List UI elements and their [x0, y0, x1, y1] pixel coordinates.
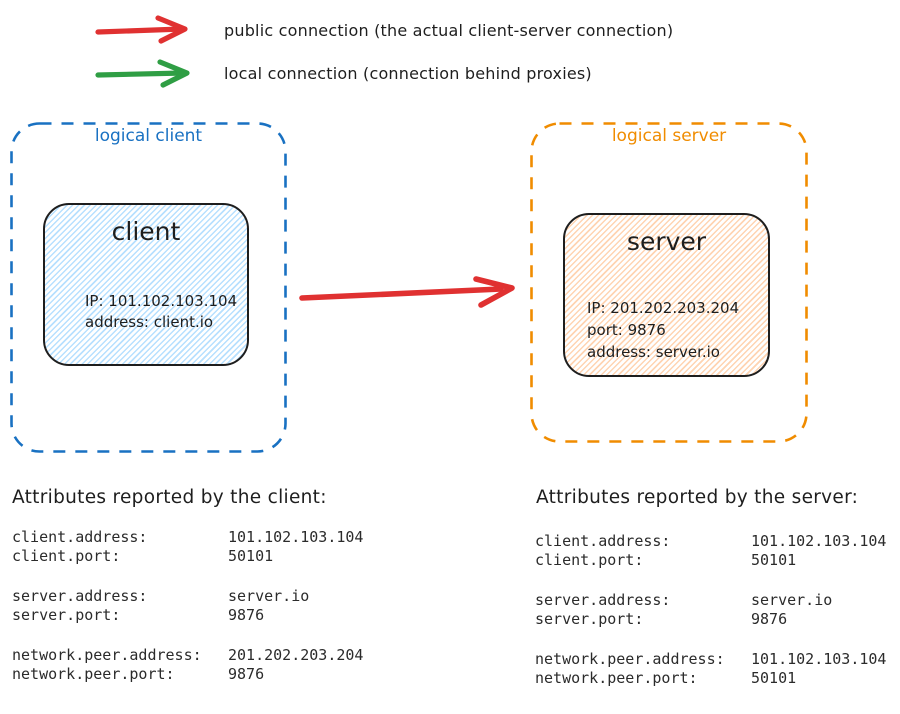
attr-key: client.port: — [535, 550, 644, 569]
attr-value: 101.102.103.104 — [228, 528, 364, 546]
table-row: network.peer.port: 9876 — [12, 665, 363, 684]
local-connection-legend-label: local connection (connection behind prox… — [224, 64, 592, 83]
attr-value: 9876 — [751, 609, 788, 628]
table-row: server.port: 9876 — [535, 610, 886, 629]
attr-key: client.address: — [12, 528, 148, 546]
client-node: client IP: 101.102.103.104 address: clie… — [43, 203, 249, 366]
attr-value: 50101 — [751, 668, 797, 687]
logical-client-dashed-border — [10, 122, 287, 453]
table-row: client.port: 50101 — [12, 547, 363, 566]
attr-key: network.peer.port: — [535, 668, 698, 687]
table-row: client.port: 50101 — [535, 551, 886, 570]
client-attr-group-client: client.address: 101.102.103.104 client.p… — [12, 528, 363, 565]
logical-client-group: logical client client IP: 101.102.103.10… — [10, 122, 287, 453]
table-row: server.address: server.io — [535, 591, 886, 610]
attr-value: 9876 — [228, 664, 265, 683]
client-attr-group-network-peer: network.peer.address: 201.202.203.204 ne… — [12, 646, 363, 683]
server-ip-line: IP: 201.202.203.204 — [587, 299, 740, 317]
logical-server-group: logical server server IP: 201.202.203.20… — [530, 122, 808, 443]
client-node-details: IP: 101.102.103.104 address: client.io — [85, 291, 237, 333]
attr-key: network.peer.address: — [12, 646, 202, 664]
public-connection-arrow-icon — [95, 15, 188, 44]
server-node-details: IP: 201.202.203.204 port: 9876 address: … — [587, 297, 739, 363]
client-attr-group-server: server.address: server.io server.port: 9… — [12, 587, 363, 624]
attr-value: server.io — [751, 591, 833, 609]
attr-value: 50101 — [751, 550, 797, 569]
server-port-line: port: 9876 — [587, 321, 666, 339]
table-row: network.peer.address: 101.102.103.104 — [535, 650, 886, 669]
attr-key: server.port: — [12, 605, 121, 624]
server-attributes-table: client.address: 101.102.103.104 client.p… — [535, 532, 886, 709]
client-ip-line: IP: 101.102.103.104 — [85, 292, 238, 310]
attr-value: 101.102.103.104 — [751, 650, 887, 668]
server-attr-group-network-peer: network.peer.address: 101.102.103.104 ne… — [535, 650, 886, 687]
server-address-line: address: server.io — [587, 343, 720, 361]
server-node-title: server — [626, 227, 707, 256]
attr-value: 201.202.203.204 — [228, 646, 364, 664]
server-attr-group-client: client.address: 101.102.103.104 client.p… — [535, 532, 886, 569]
client-attributes-heading: Attributes reported by the client: — [12, 487, 327, 508]
attr-key: client.port: — [12, 546, 121, 565]
local-connection-arrow-icon — [95, 59, 190, 88]
server-node: server IP: 201.202.203.204 port: 9876 ad… — [563, 213, 770, 377]
table-row: client.address: 101.102.103.104 — [12, 528, 363, 547]
table-row: network.peer.port: 50101 — [535, 669, 886, 688]
attr-key: network.peer.port: — [12, 664, 175, 683]
attr-key: server.address: — [12, 587, 148, 605]
attr-value: 9876 — [228, 605, 265, 624]
attr-value: server.io — [228, 587, 310, 605]
table-row: server.address: server.io — [12, 587, 363, 606]
logical-server-label: logical server — [611, 126, 727, 146]
client-node-title: client — [111, 217, 181, 246]
attr-key: server.port: — [535, 609, 644, 628]
attr-key: client.address: — [535, 532, 671, 550]
client-attributes-table: client.address: 101.102.103.104 client.p… — [12, 528, 363, 705]
client-address-line: address: client.io — [85, 313, 214, 331]
server-attr-group-server: server.address: server.io server.port: 9… — [535, 591, 886, 628]
public-connection-legend-label: public connection (the actual client-ser… — [224, 21, 674, 40]
server-attributes-heading: Attributes reported by the server: — [536, 487, 859, 508]
table-row: network.peer.address: 201.202.203.204 — [12, 646, 363, 665]
attr-key: server.address: — [535, 591, 671, 609]
logical-client-label: logical client — [94, 126, 203, 146]
client-to-server-arrow-icon — [299, 276, 515, 308]
attr-key: network.peer.address: — [535, 650, 725, 668]
table-row: client.address: 101.102.103.104 — [535, 532, 886, 551]
attr-value: 50101 — [228, 546, 274, 565]
table-row: server.port: 9876 — [12, 606, 363, 625]
attr-value: 101.102.103.104 — [751, 532, 887, 550]
